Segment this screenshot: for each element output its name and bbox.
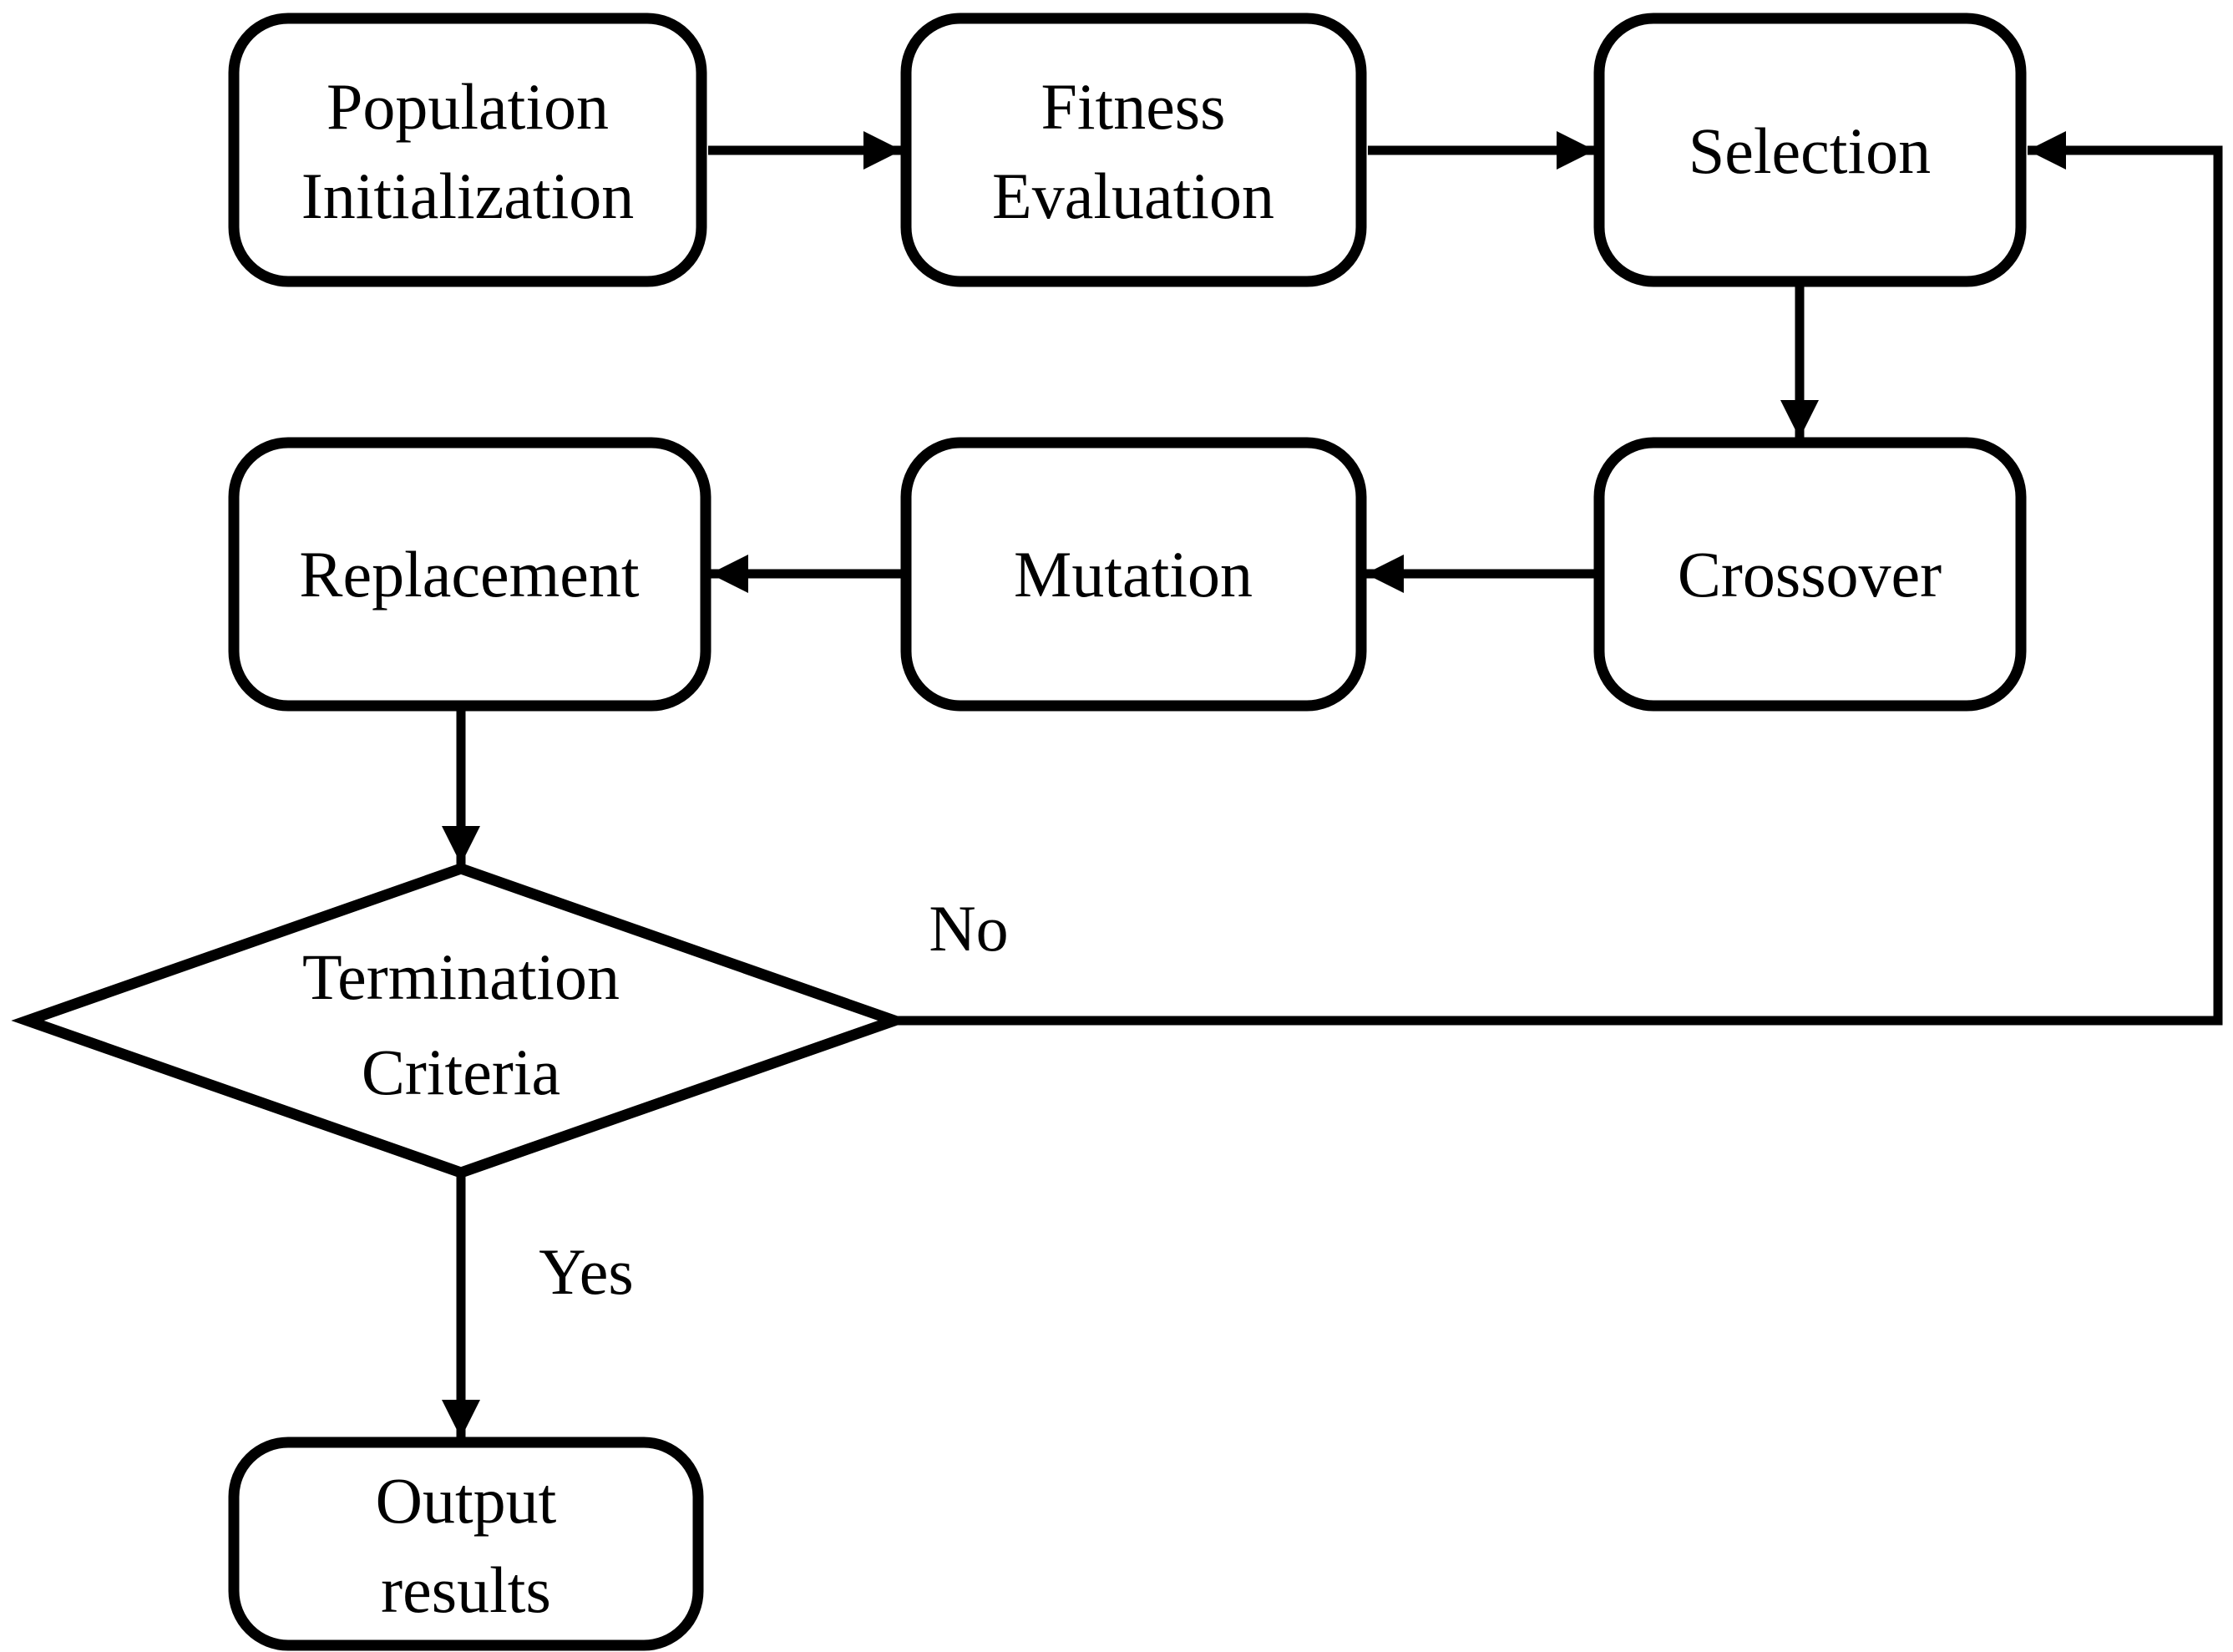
replacement-box	[228, 437, 711, 712]
output-results-label-line1: Output	[376, 1464, 557, 1537]
mutation-box	[900, 437, 1367, 712]
termination-criteria-label-line2: Criteria	[362, 1036, 560, 1108]
yes-branch-label: Yes	[539, 1235, 634, 1308]
edges	[441, 130, 2223, 1438]
node-mutation: Mutation	[900, 437, 1367, 712]
node-output-results: Output results	[228, 1437, 704, 1651]
mutation-label: Mutation	[1014, 538, 1253, 611]
node-fitness-evaluation: Fitness Evaluation	[900, 13, 1367, 287]
crossover-box	[1593, 437, 2027, 712]
termination-criteria-label-line1: Termination	[302, 940, 620, 1013]
node-replacement: Replacement	[228, 437, 711, 712]
selection-box	[1593, 13, 2027, 287]
termination-criteria-diamond	[11, 863, 911, 1178]
population-initialization-label-line2: Initialization	[301, 160, 635, 232]
arrow-termination-to-selection-no	[894, 130, 2223, 1026]
selection-label: Selection	[1689, 114, 1931, 187]
fitness-evaluation-label-line1: Fitness	[1041, 70, 1225, 143]
crossover-label: Crossover	[1678, 538, 1942, 611]
fitness-evaluation-box	[900, 13, 1367, 287]
no-branch-label: No	[929, 892, 1008, 965]
node-selection: Selection	[1593, 13, 2027, 287]
population-initialization-box	[228, 13, 707, 287]
node-termination-criteria: Termination Criteria	[11, 863, 911, 1178]
population-initialization-label-line1: Population	[327, 70, 609, 143]
node-population-initialization: Population Initialization	[228, 13, 707, 287]
output-results-label-line2: results	[381, 1553, 551, 1626]
node-crossover: Crossover	[1593, 437, 2027, 712]
replacement-label: Replacement	[299, 538, 639, 611]
output-results-box	[228, 1437, 704, 1651]
fitness-evaluation-label-line2: Evaluation	[992, 160, 1274, 232]
